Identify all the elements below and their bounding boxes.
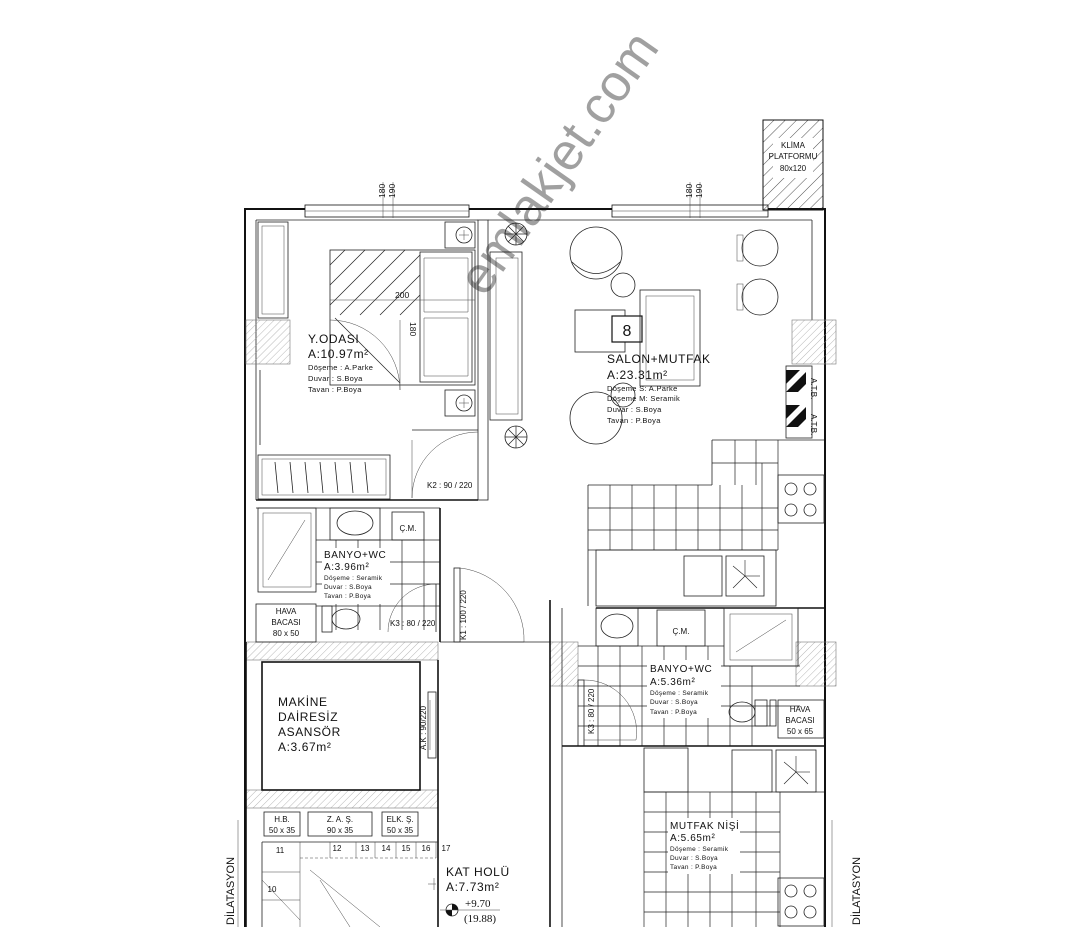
plant-top <box>504 222 528 246</box>
dilatasyon: DİLATASYON DİLATASYON <box>224 820 863 927</box>
klima-size: 80x120 <box>780 164 807 173</box>
unit-number: 8 <box>623 323 632 340</box>
bath2-area: A:5.36m² <box>650 677 695 688</box>
bedroom-ceiling: Tavan : P.Boya <box>308 385 362 394</box>
living-floor1: Döşeme S: A.Parke <box>607 384 678 393</box>
hall: KAT HOLÜ A:7.73m² +9.70 (19.88) <box>428 865 510 925</box>
kitchenette-floor: Döşeme : Seramik <box>670 846 729 853</box>
living-kitchen: 8 A.T.B. A.T.B. SALON+MUTFAK A:23.31m² D… <box>489 222 818 449</box>
elevator: MAKİNE DAİRESİZ ASANSÖR A:3.67m² A.K : 9… <box>245 642 439 927</box>
bedroom-area: A:10.97m² <box>308 347 369 361</box>
door-ak-label: A.K : 90/220 <box>419 705 428 750</box>
zas-label: Z. A. Ş. <box>327 815 353 824</box>
kitchenette-area: A:5.65m² <box>670 833 715 844</box>
bacasi1: BACASI <box>271 618 300 627</box>
elk-size: 50 x 35 <box>387 826 414 835</box>
klima-platform: KLİMA PLATFORMU 80x120 <box>762 119 824 211</box>
machine-area: A:3.67m² <box>278 740 332 754</box>
plant-bottom <box>504 425 528 449</box>
machine-line2: DAİRESİZ <box>278 710 338 724</box>
stair-16: 16 <box>422 844 431 853</box>
bedroom-name: Y.ODASI <box>308 332 359 346</box>
bath1-name: BANYO+WC <box>324 550 386 561</box>
window-dims: 180 190 180 190 <box>377 182 704 218</box>
bath1-area: A:3.96m² <box>324 562 369 573</box>
stair-17: 17 <box>442 844 451 853</box>
bath1: Ç.M. BANYO+WC A:3.96m² Döşeme : Seramik … <box>255 507 441 643</box>
bed-length: 180 <box>408 322 418 336</box>
bath1-wall: Duvar : S.Boya <box>324 584 372 591</box>
shafts: H.B. 50 x 35 Z. A. Ş. 90 x 35 ELK. Ş. 50… <box>263 811 419 837</box>
zas-size: 90 x 35 <box>327 826 354 835</box>
hb-size: 50 x 35 <box>269 826 296 835</box>
kot-value: +9.70 <box>465 898 491 910</box>
bacasi2: BACASI <box>785 716 814 725</box>
columns <box>245 319 837 809</box>
kitchenette-name: MUTFAK NİŞİ <box>670 819 739 832</box>
door-k3a-label: K3 : 80 / 220 <box>390 619 436 628</box>
hall-area: A:7.73m² <box>446 880 500 894</box>
bedroom: 200 180 Y.ODASI A:10.97m² Döşeme : A.Par… <box>257 219 489 501</box>
hava2: HAVA <box>790 705 811 714</box>
bedroom-floor: Döşeme : A.Parke <box>308 363 373 372</box>
dilatasyon-right: DİLATASYON <box>850 857 863 925</box>
kitchenette: MUTFAK NİŞİ A:5.65m² Döşeme : Seramik Du… <box>561 746 825 927</box>
living-area: A:23.31m² <box>607 368 668 382</box>
bed-width: 200 <box>395 290 409 300</box>
door-k2: K2 : 90 / 220 <box>256 429 479 501</box>
atb-top: A.T.B. <box>809 378 818 399</box>
dim-win1-b: 190 <box>387 184 397 198</box>
machine-line1: MAKİNE <box>278 695 328 709</box>
bath2: Ç.M. BANYO+WC A:5.36m² Döşeme : Seramik … <box>561 607 825 747</box>
stairs: 11 12 13 14 15 16 17 10 <box>261 841 451 927</box>
bath2-ceiling: Tavan : P.Boya <box>650 709 697 716</box>
hb-label: H.B. <box>274 815 290 824</box>
living-name: SALON+MUTFAK <box>607 352 711 366</box>
watermark: emlakjet.com <box>447 21 670 305</box>
dim-win1-a: 180 <box>377 184 387 198</box>
platform-label: PLATFORMU <box>769 152 818 161</box>
bath2-floor: Döşeme : Seramik <box>650 690 709 697</box>
hava2-size: 50 x 65 <box>787 727 814 736</box>
living-wall: Duvar : S.Boya <box>607 405 662 414</box>
elk-label: ELK. Ş. <box>386 815 413 824</box>
stair-15: 15 <box>402 844 411 853</box>
stair-14: 14 <box>382 844 391 853</box>
kitchenette-wall: Duvar : S.Boya <box>670 855 718 862</box>
kitchenette-ceiling: Tavan : P.Boya <box>670 864 717 871</box>
bath1-floor: Döşeme : Seramik <box>324 575 383 582</box>
bath1-ceiling: Tavan : P.Boya <box>324 593 371 600</box>
stair-13: 13 <box>361 844 370 853</box>
stair-10: 10 <box>268 885 277 894</box>
living-floor2: Döşeme M: Seramik <box>607 394 680 403</box>
door-k3b-label: K3 : 80 / 220 <box>587 688 596 734</box>
kot-sub: (19.88) <box>464 913 496 925</box>
atb-bottom: A.T.B. <box>809 414 818 435</box>
dilatasyon-left: DİLATASYON <box>224 857 237 925</box>
kitchen-tiles <box>587 439 825 609</box>
klima-label: KLİMA <box>781 141 806 150</box>
bed <box>329 249 476 386</box>
bedroom-wall: Duvar : S.Boya <box>308 374 363 383</box>
stair-12: 12 <box>333 844 342 853</box>
hava1-size: 80 x 50 <box>273 629 300 638</box>
stair-11: 11 <box>276 846 285 855</box>
cm-label-2: Ç.M. <box>673 627 690 636</box>
door-k1-label: K1 : 100 / 220 <box>459 590 468 640</box>
door-k2-label: K2 : 90 / 220 <box>427 481 473 490</box>
hall-name: KAT HOLÜ <box>446 865 510 879</box>
sofa <box>489 251 523 421</box>
dim-win2-a: 180 <box>684 184 694 198</box>
hava1: HAVA <box>276 607 297 616</box>
bath2-wall: Duvar : S.Boya <box>650 699 698 706</box>
machine-line3: ASANSÖR <box>278 725 341 739</box>
dim-win2-b: 190 <box>694 184 704 198</box>
bath2-name: BANYO+WC <box>650 664 712 675</box>
cm-label-1: Ç.M. <box>400 524 417 533</box>
door-k1: K1 : 100 / 220 <box>440 567 551 927</box>
living-ceiling: Tavan : P.Boya <box>607 416 661 425</box>
